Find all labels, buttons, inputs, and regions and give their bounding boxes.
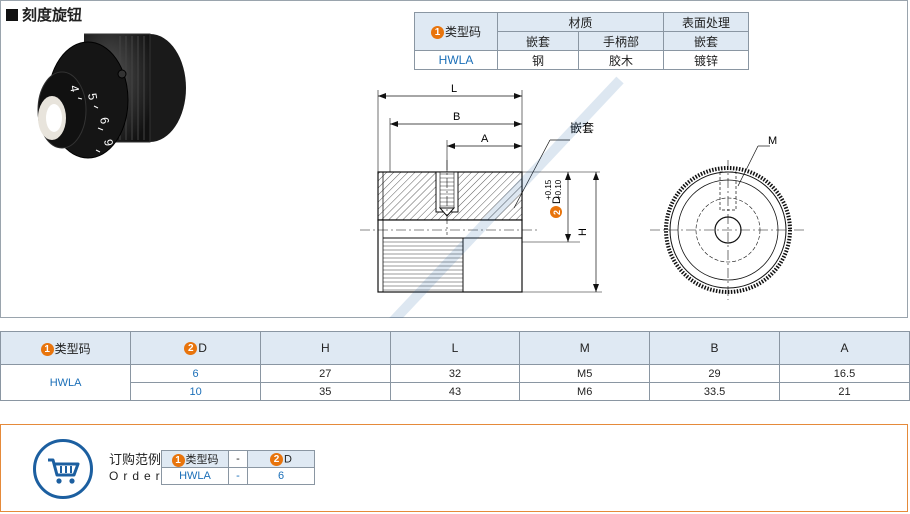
- table-cell: 16.5: [779, 364, 910, 383]
- order-type-label: 类型码: [185, 454, 219, 466]
- title-text: 刻度旋钮: [22, 7, 83, 24]
- order-dash: -: [228, 450, 248, 468]
- handle-header: 手柄部: [578, 31, 664, 51]
- mat-handle-cell: 胶木: [578, 50, 664, 70]
- table-cell: 32: [389, 364, 521, 383]
- order-heading-cn: 订购范例: [109, 452, 162, 467]
- dim-M-label: M: [768, 135, 777, 147]
- insert-header: 嵌套: [497, 31, 579, 51]
- scale-number-5: 5: [85, 92, 100, 101]
- order-num-badge-1: 1: [171, 453, 185, 467]
- side-section-view: L B A 嵌套 2 D +0.15 +0.10 H: [360, 83, 602, 293]
- front-view: M: [650, 135, 806, 300]
- table-cell: M6: [519, 382, 651, 401]
- mat-insert-cell: 钢: [497, 50, 579, 70]
- table-cell: 10: [130, 382, 261, 401]
- scale-number-9: 9: [101, 138, 116, 147]
- table-cell: 43: [389, 382, 521, 401]
- table-cell: M5: [519, 364, 651, 383]
- scale-number-4: 4: [67, 84, 82, 93]
- order-d-label: D: [284, 452, 292, 465]
- order-heading: 订购范例 Order: [109, 451, 165, 485]
- spec-header-H: H: [259, 331, 391, 365]
- dim-L-label: L: [451, 83, 457, 95]
- spec-num-badge-2: 2: [184, 342, 198, 356]
- technical-drawing: 4 5 6 9 L B: [37, 33, 806, 318]
- table-cell: 33.5: [649, 382, 781, 401]
- table-cell: 6: [130, 364, 261, 383]
- table-cell: 21: [779, 382, 910, 401]
- scale-number-6: 6: [97, 116, 112, 125]
- product-panel: [0, 0, 908, 318]
- table-row: HWLA 6 27 32 M5 29 16.5: [0, 364, 910, 401]
- spec-header-label: 类型码: [54, 341, 91, 356]
- table-row: 10 35 43 M6 33.5 21: [1, 382, 910, 401]
- shopping-cart-icon: [33, 439, 93, 499]
- type-code-label: 类型码: [444, 25, 481, 39]
- tol-lower: +0.10: [554, 179, 563, 200]
- spec-header-A: A: [779, 331, 910, 365]
- dim-A-label: A: [481, 133, 489, 145]
- num-badge-1: 1: [430, 26, 444, 40]
- spec-num-badge-1: 1: [40, 342, 54, 356]
- d-num-badge: 2: [552, 210, 562, 215]
- title-square-icon: [6, 8, 18, 21]
- table-cell: 29: [649, 364, 781, 383]
- table-cell: 35: [259, 382, 391, 401]
- tol-upper: +0.15: [544, 179, 553, 200]
- mat-code-cell: HWLA: [414, 50, 498, 70]
- dim-B-label: B: [453, 111, 460, 123]
- spec-header-label: D: [198, 340, 207, 355]
- spec-code-cell: HWLA: [0, 364, 132, 401]
- order-heading-en: Order: [109, 469, 165, 483]
- order-num-badge-2: 2: [270, 452, 284, 466]
- order-code-cell: HWLA: [161, 467, 229, 485]
- table-cell: 27: [259, 364, 391, 383]
- order-dash-cell: -: [228, 467, 248, 485]
- spec-header-B: B: [649, 331, 781, 365]
- spec-header-L: L: [389, 331, 521, 365]
- insert-callout: 嵌套: [570, 121, 594, 135]
- order-value-cell: 6: [247, 467, 315, 485]
- watermark-logo: [389, 76, 624, 318]
- surface-sub-header: 嵌套: [663, 31, 749, 51]
- dim-H-label: H: [577, 228, 589, 236]
- mat-surface-cell: 镀锌: [663, 50, 749, 70]
- page-title: 刻度旋钮: [6, 4, 82, 25]
- knob-photo: 4 5 6 9: [37, 33, 186, 159]
- spec-header-M: M: [519, 331, 651, 365]
- dim-D-label: D: [551, 196, 563, 204]
